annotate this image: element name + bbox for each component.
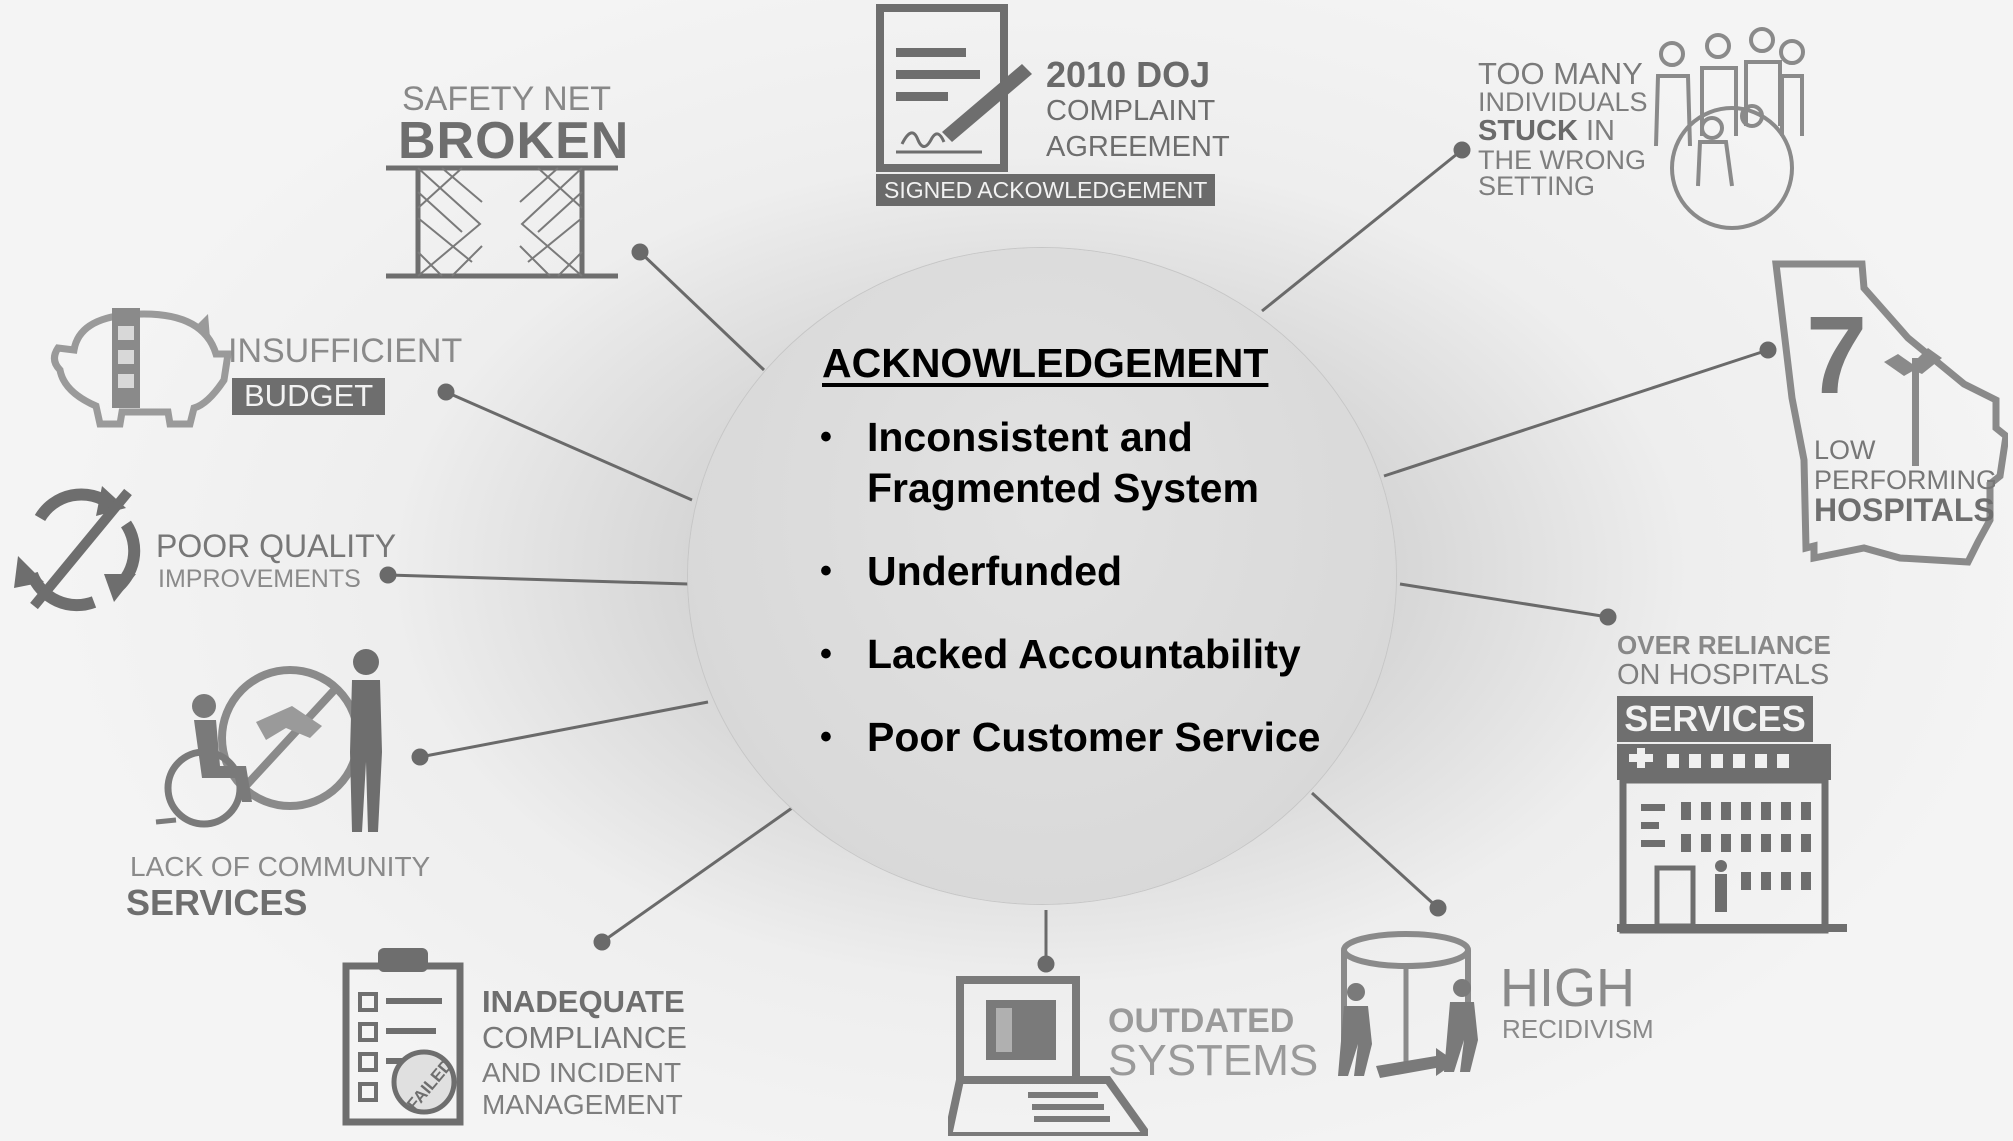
connector-compliance (601, 806, 793, 944)
budget-line1: INSUFFICIENT (228, 332, 463, 370)
connector-dot-budget (437, 383, 455, 401)
connector-quality (387, 573, 689, 586)
connector-dot-safety (631, 243, 649, 261)
doj-line1: 2010 DOJ (1046, 54, 1211, 95)
stuck-line5: SETTING (1478, 171, 1596, 201)
doj-line2: COMPLAINT (1046, 95, 1216, 127)
old-computer-icon (948, 976, 1148, 1136)
failed-checklist-icon (342, 948, 464, 1126)
torn-net-icon (386, 165, 618, 279)
connector-dot-reliance (1599, 608, 1617, 626)
budget-line2: BUDGET (232, 378, 386, 415)
connector-community (419, 700, 709, 759)
hospitals-number: 7 (1806, 294, 1868, 417)
safety-line1: SAFETY NET (402, 80, 612, 118)
community-line2: SERVICES (126, 882, 308, 923)
connector-dot-community (411, 748, 429, 766)
reliance-line2: ON HOSPITALS (1617, 659, 1830, 691)
connector-dot-recidivism (1429, 899, 1447, 917)
hospitals-line3: HOSPITALS (1814, 492, 1995, 528)
connector-reliance (1399, 582, 1609, 619)
georgia-map-caduceus-icon (1772, 260, 2008, 566)
bullet-item: Underfunded (820, 546, 1320, 597)
signed-document-icon (876, 4, 1032, 172)
bullet-item: Poor Customer Service (820, 712, 1320, 763)
revolving-door-icon (1338, 931, 1478, 1078)
connector-recidivism (1310, 791, 1440, 910)
connector-dot-compliance (593, 933, 611, 951)
doj-banner: SIGNED ACKOWLEDGEMENT (876, 174, 1216, 207)
stuck-line2: INDIVIDUALS (1478, 87, 1648, 117)
outdated-line2: SYSTEMS (1108, 1036, 1319, 1085)
stuck-rest: IN (1585, 115, 1615, 147)
center-title: ACKNOWLEDGEMENT (822, 340, 1269, 386)
hospitals-line2: PERFORMING (1814, 465, 1998, 495)
bullet-item: Lacked Accountability (820, 629, 1320, 680)
broken-cycle-icon (14, 486, 141, 612)
compliance-line4: MANAGEMENT (482, 1089, 683, 1120)
quality-line1: POOR QUALITY (156, 528, 397, 564)
recidivism-line1: HIGH (1500, 958, 1635, 1018)
recidivism-line2: RECIDIVISM (1502, 1014, 1654, 1044)
outdated-line1: OUTDATED (1108, 1002, 1295, 1040)
connector-dot-quality (379, 566, 397, 584)
quality-line2: IMPROVEMENTS (158, 565, 361, 593)
connector-budget (445, 390, 693, 502)
connector-dot-outdated (1037, 955, 1055, 973)
stuck-line4: THE WRONG (1478, 145, 1646, 175)
compliance-line3: AND INCIDENT (482, 1057, 682, 1088)
reliance-banner: SERVICES (1617, 696, 1813, 742)
bullet-item: Inconsistent and Fragmented System (820, 412, 1320, 514)
connector-safety (638, 250, 766, 372)
reliance-line1: OVER RELIANCE (1617, 630, 1831, 660)
doj-line3: AGREEMENT (1046, 131, 1230, 163)
piggy-bank-clamp-icon (51, 308, 233, 428)
community-line1: LACK OF COMMUNITY (130, 851, 431, 882)
stuck-line3: STUCK IN (1478, 116, 1615, 146)
connector-hospitals (1383, 348, 1769, 478)
compliance-line2: COMPLIANCE (482, 1020, 687, 1055)
people-group-icon (1654, 27, 1805, 230)
connector-dot-hospitals (1759, 341, 1777, 359)
center-bullet-list: Inconsistent and Fragmented System Under… (820, 412, 1320, 795)
connector-dot-stuck (1453, 141, 1471, 159)
connector-stuck (1261, 148, 1463, 313)
compliance-line1: INADEQUATE (482, 984, 685, 1019)
stuck-line1: TOO MANY (1478, 56, 1643, 91)
stuck-bold: STUCK (1478, 115, 1578, 147)
hospital-building-icon (1617, 744, 1847, 934)
wheelchair-no-handshake-icon (155, 649, 382, 832)
hospitals-line1: LOW (1814, 435, 1876, 465)
safety-line2: BROKEN (398, 112, 630, 170)
